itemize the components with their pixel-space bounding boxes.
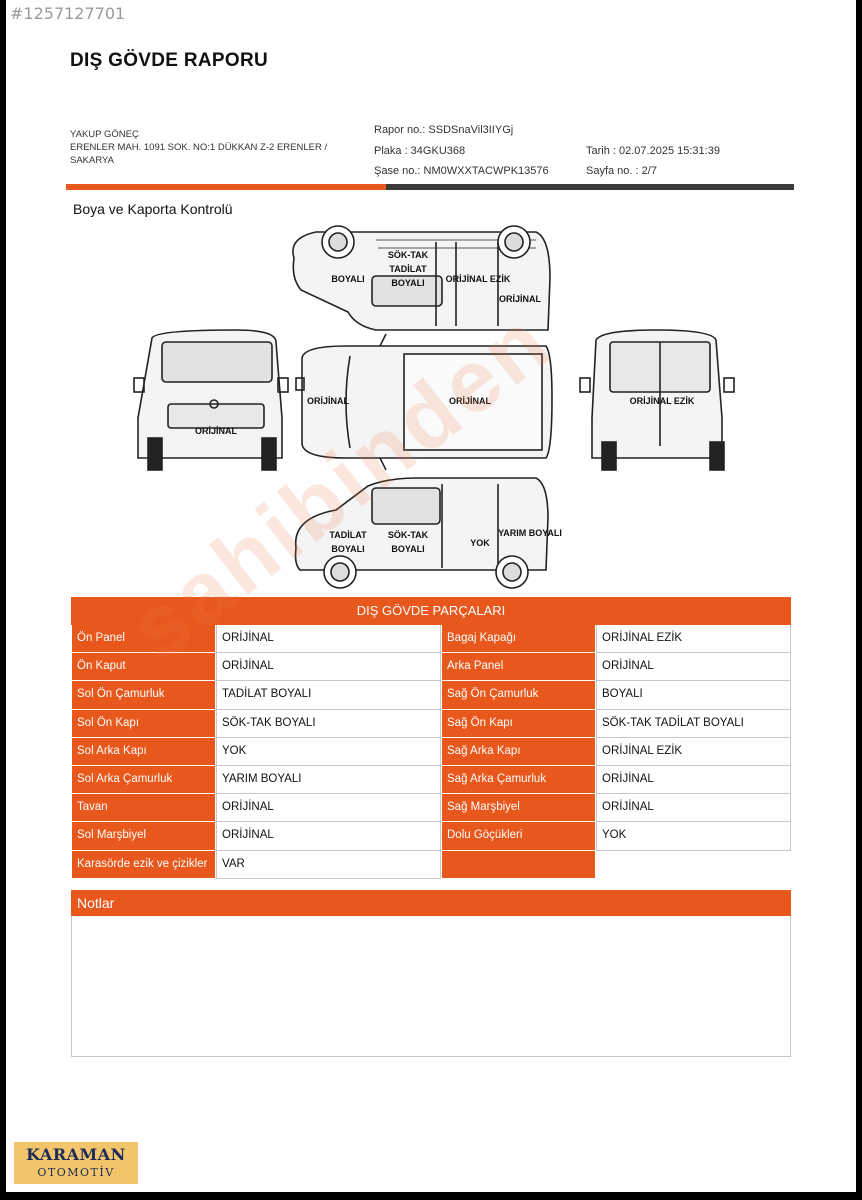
notes-header: Notlar	[71, 890, 791, 916]
part-value-left: VAR	[216, 850, 441, 879]
part-value-right: BOYALI	[596, 681, 791, 710]
bottom-label-yok: YOK	[470, 538, 490, 548]
part-label-right: Sağ Arka Kapı	[441, 737, 596, 766]
part-value-right	[596, 850, 791, 879]
part-value-right: ORİJİNAL	[596, 653, 791, 682]
part-value-right: ORİJİNAL EZİK	[596, 737, 791, 766]
bottom-label-sok-tak-boyali: BOYALI	[391, 544, 425, 554]
part-value-left: ORİJİNAL	[216, 653, 441, 682]
notes-body	[71, 916, 791, 1057]
bottom-label-tadilat: TADİLAT	[329, 530, 367, 540]
part-value-left: YOK	[216, 737, 441, 766]
section-title: Boya ve Kaporta Kontrolü	[73, 201, 233, 217]
header-divider-dark	[386, 184, 794, 190]
part-value-left: YARIM BOYALI	[216, 765, 441, 795]
van-outline-drawing	[133, 225, 735, 589]
document-title: DIŞ GÖVDE RAPORU	[70, 50, 268, 71]
part-label-left: Sol Ön Kapı	[71, 709, 216, 738]
roof-label-orijinal: ORİJİNAL	[448, 396, 492, 406]
plate-number: Plaka : 34GKU368	[374, 145, 466, 157]
company-name: YAKUP GÖNEÇ	[70, 129, 139, 140]
part-value-right: YOK	[596, 822, 791, 851]
report-page: #1257127701 DIŞ GÖVDE RAPORU YAKUP GÖNEÇ…	[6, 0, 856, 1192]
part-label-left: Sol Arka Kapı	[71, 737, 216, 766]
part-value-right: ORİJİNAL	[596, 765, 791, 795]
top-label-boyali: BOYALI	[331, 274, 365, 284]
page-number: Sayfa no. : 2/7	[586, 165, 657, 177]
part-label-left: Tavan	[71, 794, 216, 823]
front-label-orijinal: ORİJİNAL	[194, 426, 238, 436]
part-label-left: Karasörde ezik ve çizikler	[71, 850, 216, 879]
part-label-right: Sağ Marşbiyel	[441, 794, 596, 823]
part-value-left: SÖK-TAK BOYALI	[216, 709, 441, 738]
part-label-right: Bagaj Kapağı	[441, 625, 596, 654]
bottom-label-sok-tak: SÖK-TAK	[387, 530, 429, 540]
top-label-tadilat: TADİLAT	[389, 264, 427, 274]
roof-left-label-orijinal: ORİJİNAL	[306, 396, 350, 406]
part-label-right	[441, 850, 596, 879]
part-label-left: Sol Ön Çamurluk	[71, 681, 216, 710]
report-number: Rapor no.: SSDSnaVil3IIYGj	[374, 124, 514, 136]
report-date: Tarih : 02.07.2025 15:31:39	[586, 145, 720, 157]
top-label-sok-tak: SÖK-TAK	[387, 250, 429, 260]
part-label-right: Dolu Göçükleri	[441, 822, 596, 851]
listing-id: #1257127701	[10, 4, 126, 23]
dealer-logo-badge: KARAMAN OTOMOTİV	[14, 1142, 138, 1184]
top-label-orijinal-ezik: ORİJİNAL EZİK	[445, 274, 511, 284]
dealer-logo-line1: KARAMAN	[26, 1145, 126, 1164]
chassis-number: Şase no.: NM0WXXTACWPK13576	[374, 165, 549, 177]
top-label-tadilat-boyali: BOYALI	[391, 278, 425, 288]
part-value-left: TADİLAT BOYALI	[216, 681, 441, 710]
bottom-label-yarim-boyali: YARIM BOYALI	[498, 528, 562, 538]
top-label-orijinal: ORİJİNAL	[498, 294, 542, 304]
part-label-right: Sağ Arka Çamurluk	[441, 765, 596, 795]
bottom-label-tadilat-boyali: BOYALI	[331, 544, 365, 554]
part-label-left: Ön Panel	[71, 625, 216, 654]
header-divider-orange	[66, 184, 386, 190]
part-label-right: Sağ Ön Çamurluk	[441, 681, 596, 710]
part-value-right: SÖK-TAK TADİLAT BOYALI	[596, 709, 791, 738]
part-label-left: Ön Kaput	[71, 653, 216, 682]
part-label-right: Sağ Ön Kapı	[441, 709, 596, 738]
part-value-right: ORİJİNAL EZİK	[596, 625, 791, 654]
company-address: ERENLER MAH. 1091 SOK. NO:1 DÜKKAN Z-2 E…	[70, 142, 328, 166]
dealer-logo-line2: OTOMOTİV	[37, 1166, 115, 1179]
part-value-left: ORİJİNAL	[216, 794, 441, 823]
rear-label-orijinal-ezik: ORİJİNAL EZİK	[629, 396, 695, 406]
part-label-left: Sol Marşbiyel	[71, 822, 216, 851]
vehicle-diagram: BOYALI SÖK-TAK TADİLAT BOYALI ORİJİNAL E…	[116, 218, 756, 603]
part-label-right: Arka Panel	[441, 653, 596, 682]
part-value-right: ORİJİNAL	[596, 794, 791, 823]
part-value-left: ORİJİNAL	[216, 822, 441, 851]
body-parts-header: DIŞ GÖVDE PARÇALARI	[71, 597, 791, 625]
part-value-left: ORİJİNAL	[216, 625, 441, 654]
company-info: YAKUP GÖNEÇ ERENLER MAH. 1091 SOK. NO:1 …	[70, 128, 340, 167]
part-label-left: Sol Arka Çamurluk	[71, 765, 216, 795]
